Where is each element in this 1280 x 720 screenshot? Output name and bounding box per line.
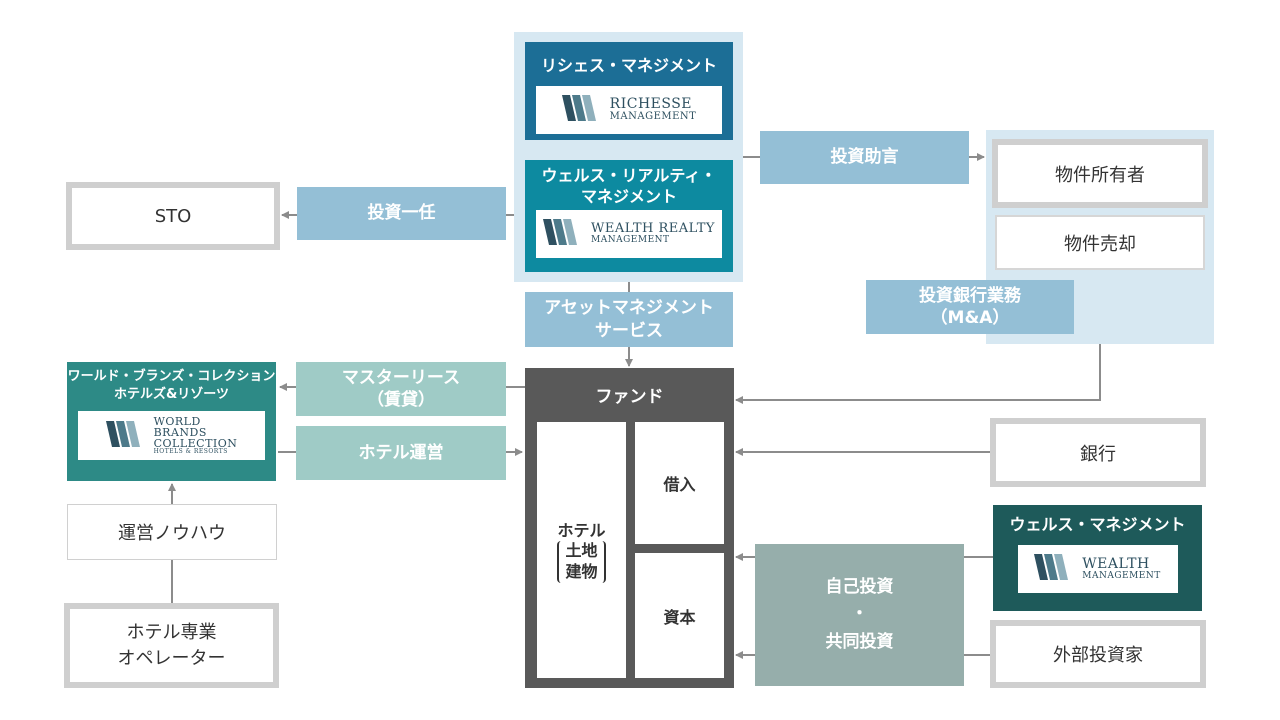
wealth-realty-logo: WEALTH REALTY MANAGEMENT bbox=[536, 209, 722, 258]
fund-assets-hotel: ホテル bbox=[557, 521, 606, 541]
property-sale-label: 物件売却 bbox=[1064, 233, 1136, 255]
fund-title: ファンド bbox=[595, 386, 664, 407]
asset-management-text-1: アセットマネジメント bbox=[544, 298, 714, 319]
self-investment-text: 自己投資 bbox=[825, 577, 894, 598]
wbc-title: ワールド・ブランズ・コレクション ホテルズ&リゾーツ bbox=[68, 368, 276, 403]
w-mark-icon bbox=[105, 420, 144, 451]
fund-borrowing-box: 借入 bbox=[635, 422, 724, 544]
master-lease-label: マスターリース （賃貸） bbox=[296, 362, 506, 416]
richesse-management-box: リシェス・マネジメント RICHESSE MANAGEMENT bbox=[525, 42, 733, 140]
fund-assets-building: 建物 bbox=[565, 562, 598, 581]
external-investors-label: 外部投資家 bbox=[1053, 645, 1143, 666]
discretionary-investment-label: 投資一任 bbox=[297, 187, 506, 240]
fund-borrowing-label: 借入 bbox=[663, 475, 696, 494]
property-owner-box: 物件所有者 bbox=[992, 139, 1208, 208]
wealth-realty-management-box: ウェルス・リアルティ・ マネジメント WEALTH REALTY MANAGEM… bbox=[525, 160, 733, 272]
richesse-logo: RICHESSE MANAGEMENT bbox=[536, 86, 722, 134]
fund-box: ファンド ホテル 土地 建物 借入 資本 bbox=[525, 368, 734, 688]
asset-management-text-2: サービス bbox=[595, 320, 663, 341]
hotel-operator-text-2: オペレーター bbox=[117, 647, 226, 669]
property-sale-box: 物件売却 bbox=[995, 215, 1205, 270]
wbc-logo-line3: COLLECTION bbox=[153, 437, 238, 451]
external-investors-box: 外部投資家 bbox=[990, 620, 1206, 688]
bank-label: 銀行 bbox=[1080, 443, 1116, 465]
wealth-realty-title-line1: ウェルス・リアルティ・ bbox=[541, 166, 717, 185]
hotel-operation-label: ホテル運営 bbox=[296, 426, 506, 480]
w-mark-icon bbox=[543, 218, 581, 249]
arrow-ib-to-fund bbox=[735, 344, 1101, 404]
fund-assets-land: 土地 bbox=[565, 541, 598, 561]
investment-dot-text: ・ bbox=[851, 604, 868, 625]
operation-know-how-label: 運営ノウハウ bbox=[118, 523, 226, 544]
world-brands-collection-box: ワールド・ブランズ・コレクション ホテルズ&リゾーツ WORLD BRANDS … bbox=[67, 362, 276, 481]
wealth-management-logo-line2: MANAGEMENT bbox=[1082, 570, 1161, 581]
fund-equity-label: 資本 bbox=[663, 607, 696, 627]
wbc-logo-line1: WORLD bbox=[153, 415, 201, 429]
investment-banking-text-1: 投資銀行業務 bbox=[919, 285, 1021, 306]
investment-banking-label: 投資銀行業務 （M&A） bbox=[866, 280, 1074, 334]
wealth-realty-title-line2: マネジメント bbox=[580, 186, 677, 206]
co-investment-text: 共同投資 bbox=[825, 631, 894, 652]
wealth-realty-logo-line2: MANAGEMENT bbox=[591, 234, 670, 245]
wbc-logo-line4: HOTELS & RESORTS bbox=[153, 448, 228, 456]
investment-advisory-text: 投資助言 bbox=[830, 147, 899, 168]
sto-label: STO bbox=[154, 205, 192, 227]
hotel-operation-text: ホテル運営 bbox=[358, 442, 444, 463]
wbc-title-line1: ワールド・ブランズ・コレクション bbox=[67, 369, 276, 384]
fund-equity-box: 資本 bbox=[635, 553, 724, 678]
wealth-management-box: ウェルス・マネジメント WEALTH MANAGEMENT bbox=[993, 505, 1202, 611]
wealth-management-title: ウェルス・マネジメント bbox=[1009, 515, 1186, 534]
fund-assets-bracket: 土地 建物 bbox=[557, 541, 606, 583]
wbc-title-line2: ホテルズ&リゾーツ bbox=[113, 386, 230, 402]
discretionary-investment-text: 投資一任 bbox=[367, 203, 436, 224]
wealth-realty-logo-line1: WEALTH REALTY bbox=[591, 221, 715, 237]
operation-know-how-box: 運営ノウハウ bbox=[67, 504, 277, 560]
investment-advisory-label: 投資助言 bbox=[760, 131, 969, 184]
fund-assets-box: ホテル 土地 建物 bbox=[537, 422, 626, 678]
master-lease-text-1: マスターリース bbox=[341, 367, 461, 388]
wealth-realty-title: ウェルス・リアルティ・ マネジメント bbox=[542, 166, 717, 208]
investment-banking-text-2: （M&A） bbox=[930, 308, 1010, 328]
self-co-investment-label: 自己投資 ・ 共同投資 bbox=[755, 544, 964, 686]
wealth-management-logo-line1: WEALTH bbox=[1082, 555, 1150, 572]
bank-box: 銀行 bbox=[990, 418, 1206, 487]
hotel-operator-box: ホテル専業 オペレーター bbox=[64, 603, 279, 688]
w-mark-icon bbox=[561, 95, 600, 125]
richesse-logo-line2: MANAGEMENT bbox=[609, 111, 697, 123]
asset-management-service-label: アセットマネジメント サービス bbox=[525, 292, 733, 347]
wealth-management-logo: WEALTH MANAGEMENT bbox=[1017, 545, 1178, 593]
wbc-logo-line2: BRANDS bbox=[153, 426, 207, 440]
richesse-logo-line1: RICHESSE bbox=[609, 96, 693, 113]
w-mark-icon bbox=[1034, 554, 1072, 584]
wbc-logo: WORLD BRANDS COLLECTION HOTELS & RESORTS bbox=[78, 411, 265, 461]
richesse-title: リシェス・マネジメント bbox=[540, 56, 717, 75]
master-lease-text-2: （賃貸） bbox=[367, 390, 435, 410]
hotel-operator-text-1: ホテル専業 bbox=[126, 622, 217, 644]
sto-box: STO bbox=[66, 182, 280, 250]
property-owner-label: 物件所有者 bbox=[1055, 164, 1145, 186]
